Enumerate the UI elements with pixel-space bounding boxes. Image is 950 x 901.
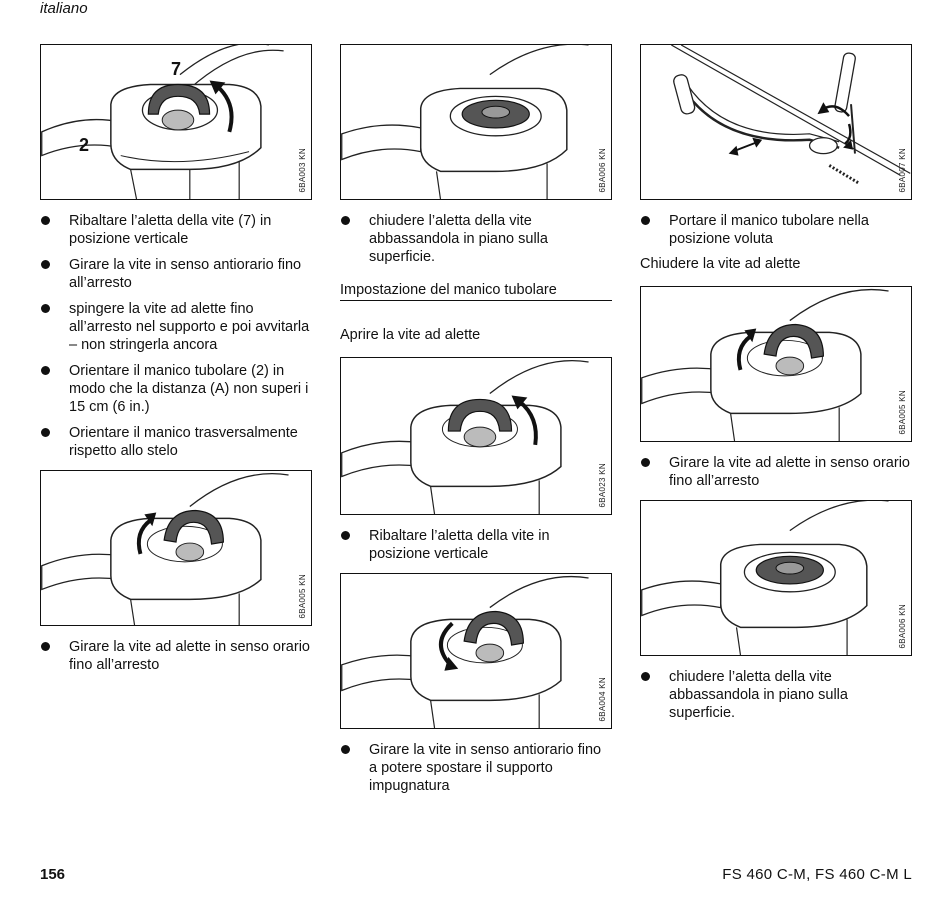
clamp-illustration-icon <box>41 473 289 625</box>
figure-clamp-open: 6BA023 KN <box>340 357 612 515</box>
figure-clamp-turn-counterclockwise: 6BA004 KN <box>340 573 612 729</box>
list-item: Orientare il manico tubolare (2) in modo… <box>40 362 312 416</box>
subheading-open-screw: Aprire la vite ad alette <box>340 327 481 343</box>
list-item: Girare la vite ad alette in senso orario… <box>40 638 312 674</box>
instruction-list: chiudere l’aletta della vite abbassandol… <box>340 212 612 266</box>
figure-code: 6BA023 KN <box>598 463 607 508</box>
list-item: Girare la vite ad alette in senso orario… <box>640 454 912 490</box>
clamp-illustration-icon <box>341 575 589 728</box>
figure-clamp-turn-clockwise: 6BA005 KN <box>40 470 312 626</box>
model-name: FS 460 C-M, FS 460 C-M L <box>722 866 912 883</box>
column-1: 7 2 6BA003 KN Ribaltare l’aletta della v… <box>40 44 312 682</box>
clamp-illustration-icon <box>341 360 589 514</box>
column-2: 6BA006 KN chiudere l’aletta della vite a… <box>340 44 612 803</box>
clamp-illustration-icon <box>341 45 589 199</box>
list-item: Orientare il manico trasversalmente risp… <box>40 424 312 460</box>
callout-2: 2 <box>79 135 90 155</box>
list-item: Girare la vite in senso antiorario fino … <box>340 741 612 795</box>
instruction-list: Girare la vite ad alette in senso orario… <box>40 638 312 674</box>
instruction-list: Ribaltare l’aletta della vite (7) in pos… <box>40 212 312 460</box>
figure-code: 6BA006 KN <box>598 148 607 193</box>
instruction-list: Girare la vite in senso antiorario fino … <box>340 741 612 795</box>
language-label: italiano <box>40 0 88 17</box>
figure-code: 6BA006 KN <box>898 604 907 649</box>
instruction-list: Portare il manico tubolare nella posizio… <box>640 212 912 248</box>
clamp-illustration-icon <box>641 501 889 655</box>
section-title: Impostazione del manico tubolare <box>340 282 612 301</box>
list-item: Girare la vite in senso antiorario fino … <box>40 256 312 292</box>
figure-clamp-flap-closed: 6BA006 KN <box>640 500 912 656</box>
callout-7: 7 <box>171 59 182 79</box>
list-item: Ribaltare l’aletta della vite in posizio… <box>340 527 612 563</box>
figure-code: 6BA005 KN <box>298 574 307 619</box>
figure-code: 6BA004 KN <box>598 677 607 722</box>
subheading-close-screw: Chiudere la vite ad alette <box>640 256 801 272</box>
list-item: spingere la vite ad alette fino all’arre… <box>40 300 312 354</box>
list-item: chiudere l’aletta della vite abbassandol… <box>340 212 612 266</box>
list-item: Ribaltare l’aletta della vite (7) in pos… <box>40 212 312 248</box>
instruction-list: chiudere l’aletta della vite abbassandol… <box>640 668 912 722</box>
figure-clamp-flap-closed: 6BA006 KN <box>340 44 612 200</box>
clamp-illustration-icon <box>641 288 889 441</box>
instruction-list: Ribaltare l’aletta della vite in posizio… <box>340 527 612 563</box>
figure-clamp-open-flap: 7 2 6BA003 KN <box>40 44 312 200</box>
column-3: 6BA007 KN Portare il manico tubolare nel… <box>640 44 912 730</box>
figure-code: 6BA003 KN <box>298 148 307 193</box>
page-number: 156 <box>40 866 66 883</box>
figure-handle-position: 6BA007 KN <box>640 44 912 200</box>
list-item: chiudere l’aletta della vite abbassandol… <box>640 668 912 722</box>
handle-illustration-icon <box>671 45 911 185</box>
instruction-list: Girare la vite ad alette in senso orario… <box>640 454 912 490</box>
figure-code: 6BA007 KN <box>898 148 907 193</box>
list-item: Portare il manico tubolare nella posizio… <box>640 212 912 248</box>
figure-clamp-close-clockwise: 6BA005 KN <box>640 286 912 442</box>
figure-code: 6BA005 KN <box>898 390 907 435</box>
clamp-illustration-icon <box>41 45 284 199</box>
